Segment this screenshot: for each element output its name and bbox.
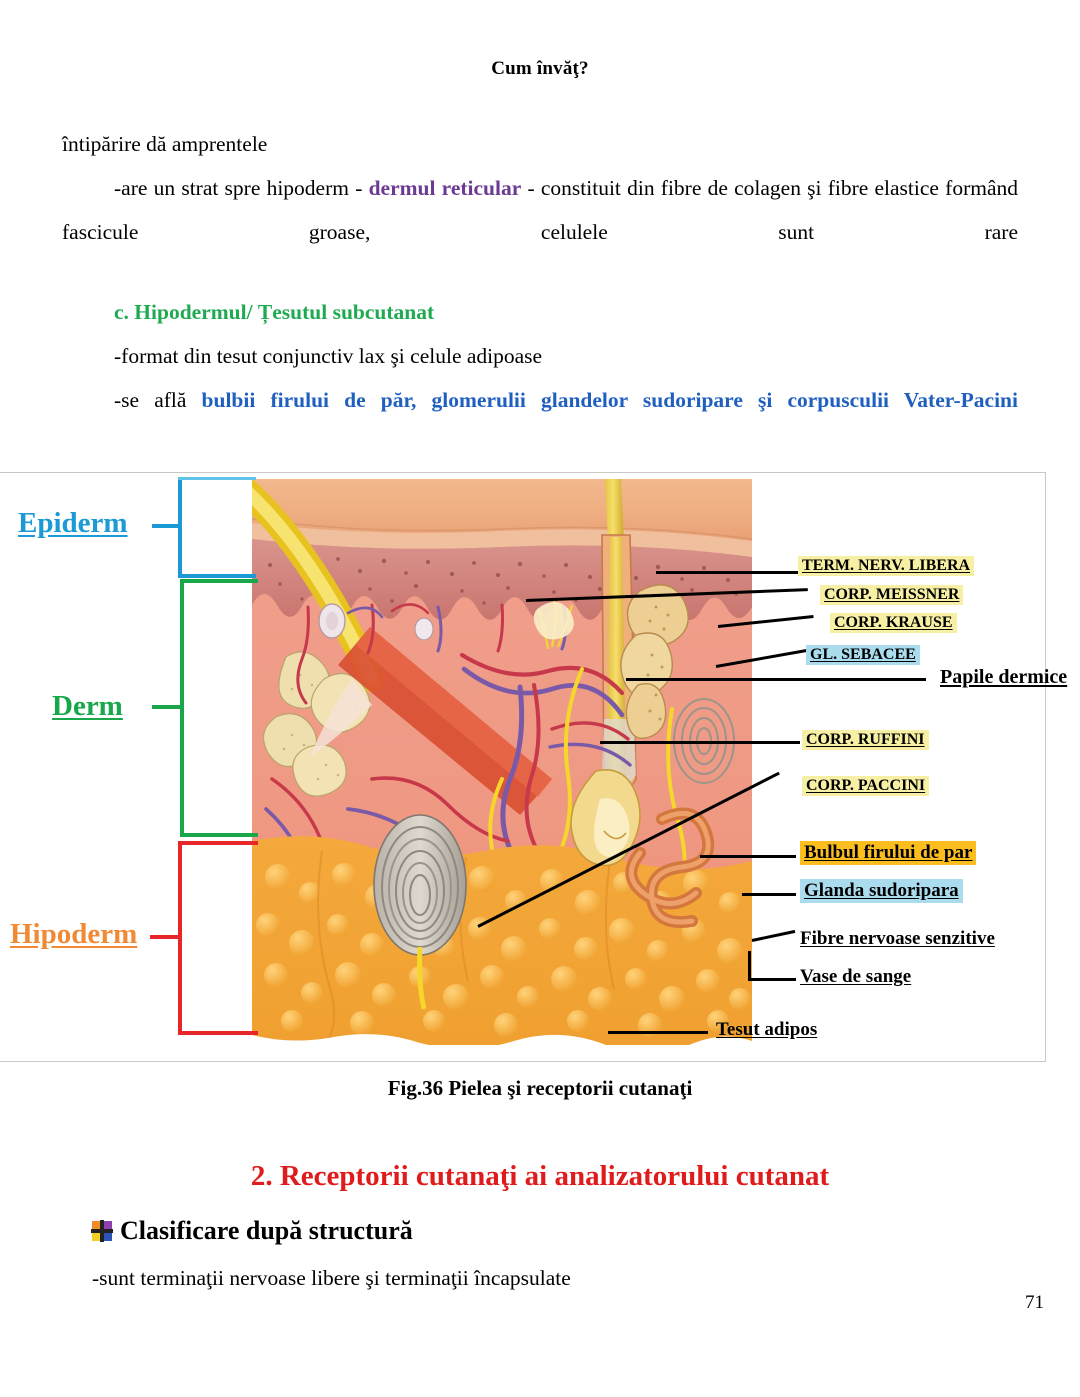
callout-vase-de-sange: Vase de sange — [800, 966, 912, 987]
paragraph-se-afla-before: -se află — [114, 388, 202, 412]
leader-line-term-nerv — [656, 571, 798, 574]
bracket-epiderm-top — [178, 477, 256, 480]
page-number: 71 — [1025, 1292, 1044, 1313]
callout-corp-krause: CORP. KRAUSE — [830, 613, 957, 633]
leader-vase-horizontal — [748, 978, 796, 981]
running-head: Cum învăţ? — [491, 58, 589, 79]
paragraph-text-after: - constituit din fibre de colagen şi fib… — [62, 176, 1019, 244]
callout-papile-dermice: Papile dermice — [940, 666, 1068, 688]
callout-fibre-nervoase-senzitive: Fibre nervoase senzitive — [800, 928, 995, 949]
subheading-clasificare: Clasificare după structură — [91, 1216, 413, 1246]
figure-skin-diagram: TERM. NERV. LIBERA CORP. MEISSNER CORP. … — [0, 472, 1067, 1062]
layer-label-epiderm: Epiderm — [18, 507, 128, 539]
leader-line-papile — [626, 678, 814, 681]
leader-line-ruffini — [600, 741, 800, 744]
bracket-epiderm-stem — [152, 524, 182, 528]
callout-glanda-sudoripara: Glanda sudoripara — [800, 879, 963, 903]
body-text-block-1: întipărire dă amprentele -are un strat s… — [62, 122, 1018, 298]
body-text-block-2: c. Hipodermul/ Țesutul subcutanat -forma… — [62, 290, 1018, 466]
paragraph-se-afla: -se află bulbii firului de păr, glomerul… — [62, 378, 1018, 466]
leader-line-fibre — [751, 929, 796, 942]
callout-corp-paccini: CORP. PACCINI — [802, 776, 930, 796]
leader-line-glanda — [742, 893, 796, 896]
skin-cross-section-illustration — [252, 479, 752, 1045]
bracket-hipoderm-top — [178, 841, 258, 845]
leader-line-tesut-adipos — [608, 1031, 708, 1034]
paragraph-format-din-tesut: -format din tesut conjunctiv lax şi celu… — [114, 344, 543, 368]
figure-caption: Fig.36 Pielea şi receptorii cutanaţi — [387, 1076, 693, 1100]
callout-corp-ruffini: CORP. RUFFINI — [802, 730, 929, 750]
leader-line-papile-2 — [808, 678, 926, 681]
callout-corp-meissner: CORP. MEISSNER — [820, 585, 964, 605]
callout-tesut-adipos: Tesut adipos — [716, 1019, 818, 1040]
leader-vase-vertical — [748, 951, 751, 981]
section-title-receptorii-cutanati: 2. Receptorii cutanaţi ai analizatorului… — [250, 1160, 830, 1192]
bracket-derm-bottom — [180, 833, 258, 837]
layer-label-hipoderm: Hipoderm — [10, 918, 138, 950]
callout-term-nerv-libera: TERM. NERV. LIBERA — [798, 556, 975, 576]
bracket-derm-top — [180, 579, 258, 583]
paragraph-terminatii-nervoase: -sunt terminaţii nervoase libere şi term… — [92, 1266, 571, 1290]
heading-hipodermul: c. Hipodermul/ Țesutul subcutanat — [114, 300, 435, 324]
bracket-derm-stem — [152, 705, 184, 709]
bracket-hipoderm-stem — [150, 935, 182, 939]
bracket-epiderm-bottom — [178, 574, 256, 578]
keyword-bulbii-firului: bulbii firului de păr, glomerulii glande… — [201, 388, 1018, 412]
layer-label-derm: Derm — [52, 690, 123, 722]
subheading-label: Clasificare după structură — [120, 1216, 413, 1245]
leader-line-bulbul — [700, 855, 796, 858]
callout-gl-sebacee: GL. SEBACEE — [806, 645, 920, 665]
keyword-dermul-reticular: dermul reticular — [368, 176, 522, 200]
paragraph-line-1: întipărire dă amprentele — [62, 132, 268, 156]
paragraph-dermul-reticular: -are un strat spre hipoderm - dermul ret… — [62, 166, 1018, 298]
pinwheel-bullet-icon — [91, 1220, 113, 1242]
bracket-hipoderm-bottom — [178, 1031, 258, 1035]
callout-bulbul-firului-de-par: Bulbul firului de par — [800, 841, 977, 865]
paragraph-text-before: -are un strat spre hipoderm - — [114, 176, 369, 200]
